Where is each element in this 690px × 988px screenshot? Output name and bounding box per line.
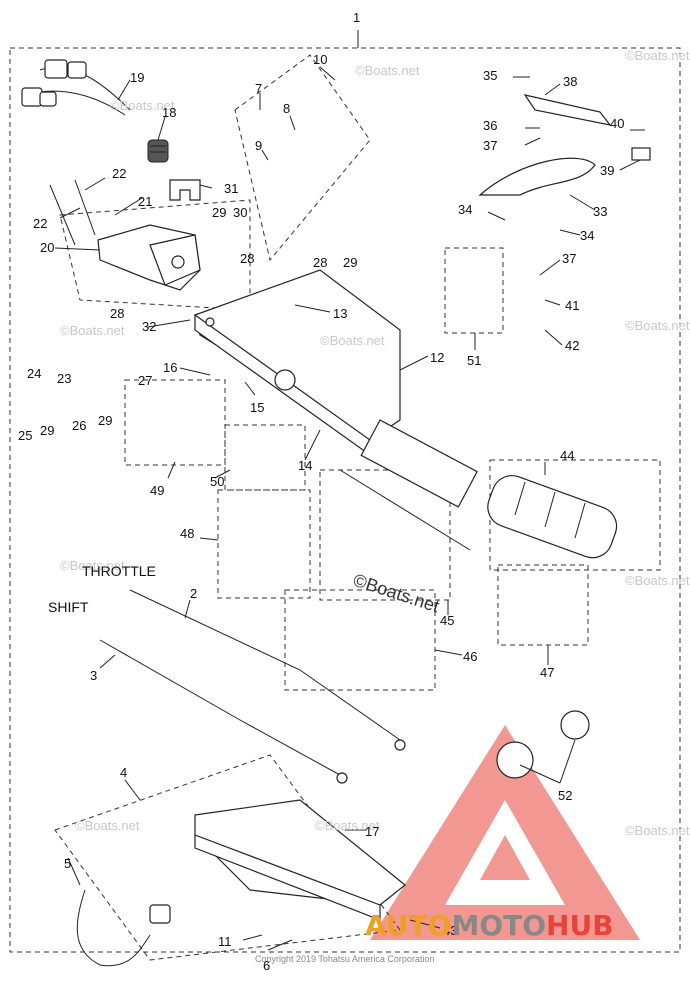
svg-text:©Boats.net: ©Boats.net	[355, 63, 420, 78]
svg-text:13: 13	[333, 306, 347, 321]
svg-text:48: 48	[180, 526, 194, 541]
svg-text:25: 25	[18, 428, 32, 443]
svg-text:42: 42	[565, 338, 579, 353]
svg-text:38: 38	[563, 74, 577, 89]
svg-text:37: 37	[483, 138, 497, 153]
svg-text:24: 24	[27, 366, 41, 381]
svg-text:31: 31	[224, 181, 238, 196]
svg-text:35: 35	[483, 68, 497, 83]
svg-text:50: 50	[210, 474, 224, 489]
tiller-handle-body	[194, 269, 478, 508]
svg-text:©Boats.net: ©Boats.net	[625, 318, 690, 333]
svg-text:©Boats.net: ©Boats.net	[351, 570, 442, 617]
pivot-bracket	[49, 179, 201, 291]
svg-text:1: 1	[353, 10, 360, 25]
svg-text:28: 28	[240, 251, 254, 266]
svg-text:16: 16	[163, 360, 177, 375]
stop-switch	[149, 904, 171, 924]
logo-wordmark: AUTOMOTOHUB	[365, 909, 614, 942]
svg-text:34: 34	[458, 202, 472, 217]
svg-text:36: 36	[483, 118, 497, 133]
svg-text:12: 12	[430, 350, 444, 365]
svg-text:©Boats.net: ©Boats.net	[110, 98, 175, 113]
svg-text:6: 6	[263, 958, 270, 973]
wiring-harness	[21, 59, 131, 116]
bottom-cover	[194, 799, 406, 921]
friction-lever	[478, 94, 651, 196]
part-numbers: 1 2 3 4 5 6 7 8 9 10 11 12 13 14 15 16 1…	[18, 10, 624, 973]
svg-text:40: 40	[610, 116, 624, 131]
svg-text:27: 27	[138, 373, 152, 388]
svg-text:33: 33	[593, 204, 607, 219]
clip	[169, 179, 201, 201]
svg-text:44: 44	[560, 448, 574, 463]
svg-text:©Boats.net: ©Boats.net	[315, 818, 380, 833]
svg-text:29: 29	[212, 205, 226, 220]
leader-lines	[54, 66, 645, 951]
svg-text:15: 15	[250, 400, 264, 415]
svg-text:51: 51	[467, 353, 481, 368]
svg-text:2: 2	[190, 586, 197, 601]
svg-text:26: 26	[72, 418, 86, 433]
svg-text:7: 7	[255, 81, 262, 96]
logo-triangle	[370, 725, 640, 940]
svg-text:18: 18	[162, 105, 176, 120]
svg-text:10: 10	[313, 52, 327, 67]
svg-text:20: 20	[40, 240, 54, 255]
throttle-shaft	[339, 469, 471, 551]
svg-text:19: 19	[130, 70, 144, 85]
control-cables	[99, 589, 406, 784]
svg-text:41: 41	[565, 298, 579, 313]
svg-text:45: 45	[440, 613, 454, 628]
svg-text:39: 39	[600, 163, 614, 178]
svg-text:5: 5	[64, 856, 71, 871]
svg-text:4: 4	[120, 765, 127, 780]
caps	[496, 710, 590, 779]
svg-text:23: 23	[57, 371, 71, 386]
svg-text:30: 30	[233, 205, 247, 220]
svg-text:©Boats.net: ©Boats.net	[60, 558, 125, 573]
svg-text:29: 29	[343, 255, 357, 270]
svg-text:34: 34	[580, 228, 594, 243]
svg-text:AUTOMOTOHUB: AUTOMOTOHUB	[365, 909, 614, 942]
svg-text:52: 52	[558, 788, 572, 803]
svg-text:17: 17	[365, 824, 379, 839]
svg-text:©Boats.net: ©Boats.net	[625, 48, 690, 63]
svg-text:22: 22	[112, 166, 126, 181]
svg-text:28: 28	[313, 255, 327, 270]
shift-caption: SHIFT	[48, 599, 89, 615]
svg-text:47: 47	[540, 665, 554, 680]
svg-text:29: 29	[40, 423, 54, 438]
svg-text:14: 14	[298, 458, 312, 473]
svg-text:©Boats.net: ©Boats.net	[625, 573, 690, 588]
svg-text:©Boats.net: ©Boats.net	[60, 323, 125, 338]
svg-text:37: 37	[562, 251, 576, 266]
svg-text:3: 3	[90, 668, 97, 683]
grommet	[147, 139, 169, 163]
svg-text:©Boats.net: ©Boats.net	[75, 818, 140, 833]
svg-text:22: 22	[33, 216, 47, 231]
throttle-caption: THROTTLE	[82, 563, 156, 579]
svg-text:28: 28	[110, 306, 124, 321]
lanyard	[76, 889, 151, 967]
svg-text:©Boats.net: ©Boats.net	[320, 333, 385, 348]
svg-text:49: 49	[150, 483, 164, 498]
throttle-grip	[487, 475, 618, 559]
svg-text:46: 46	[463, 649, 477, 664]
svg-text:11: 11	[218, 934, 232, 949]
svg-text:29: 29	[98, 413, 112, 428]
copyright-text: Copyright 2019 Tohatsu America Corporati…	[255, 954, 434, 964]
svg-text:43: 43	[443, 923, 457, 938]
svg-text:9: 9	[255, 138, 262, 153]
svg-text:32: 32	[142, 319, 156, 334]
svg-text:©Boats.net: ©Boats.net	[625, 823, 690, 838]
svg-text:21: 21	[138, 194, 152, 209]
svg-text:8: 8	[283, 101, 290, 116]
